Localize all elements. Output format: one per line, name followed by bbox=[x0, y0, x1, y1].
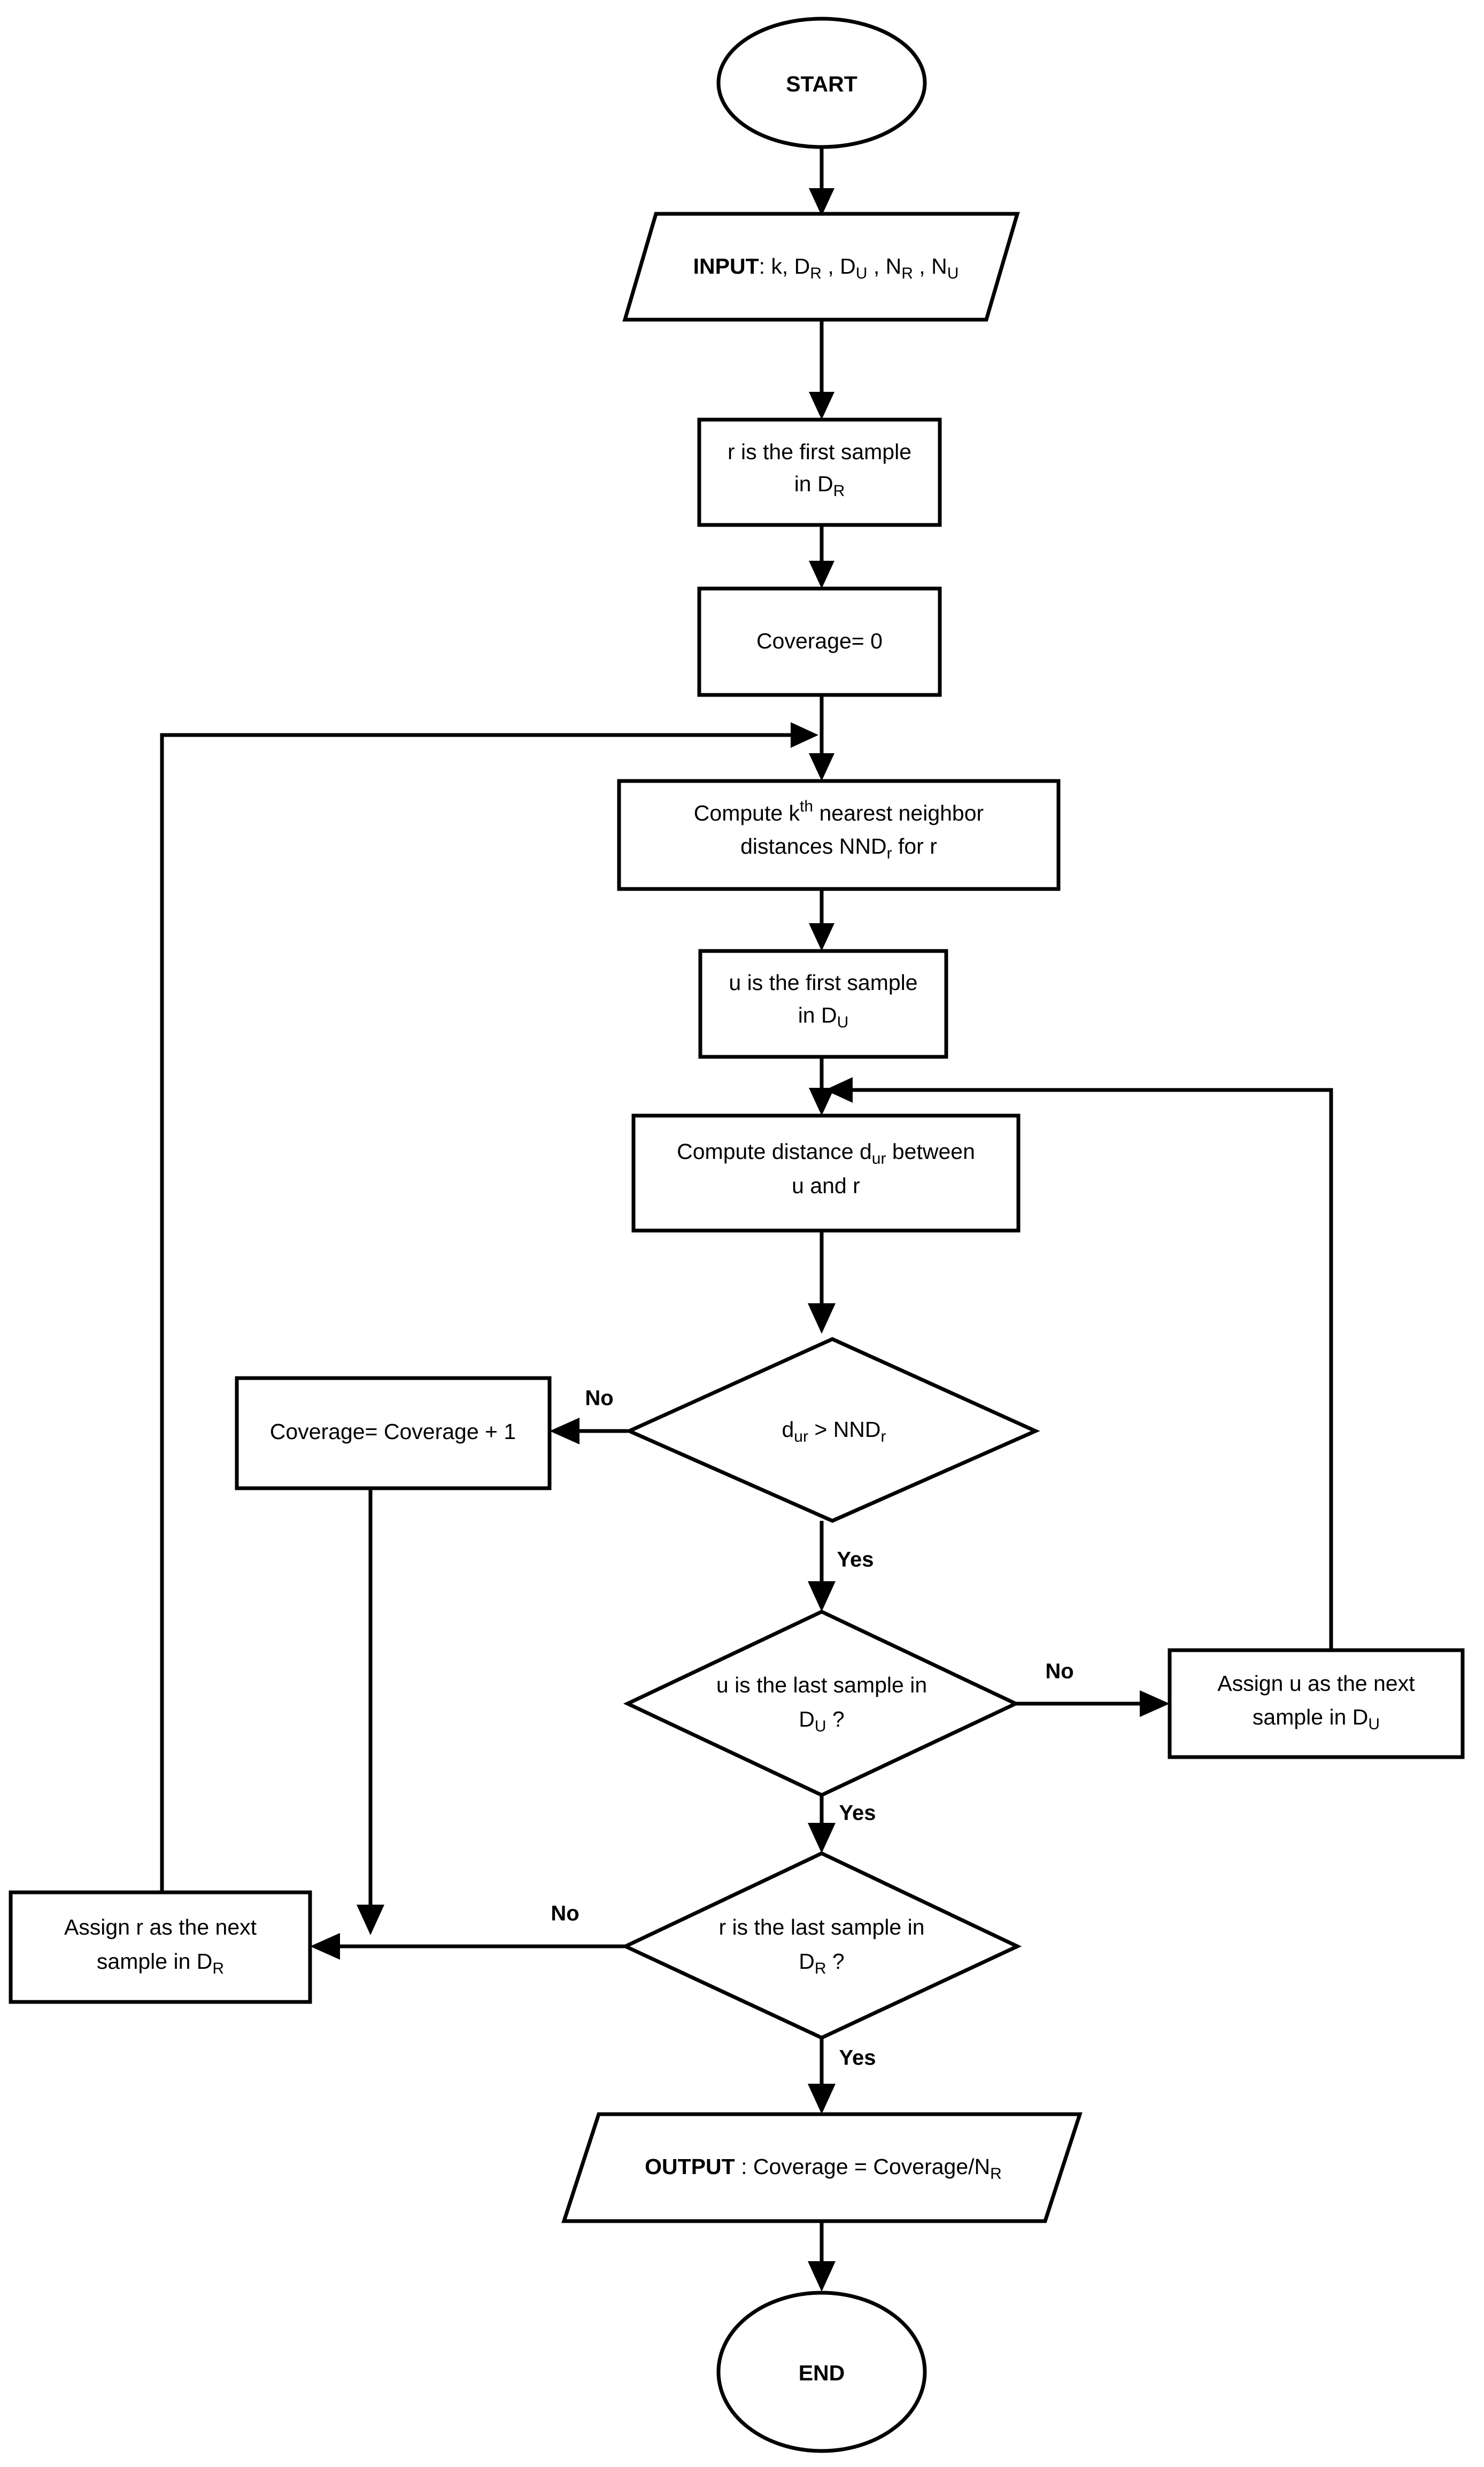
node-assign-u[interactable]: Assign u as the next sample in DU bbox=[1168, 1648, 1465, 1759]
node-input-label: INPUT: k, DR , DU , NR , NU bbox=[693, 254, 959, 282]
node-first-sample-r[interactable]: r is the first sample in DR bbox=[697, 417, 942, 527]
node-compute-knn-line1: Compute kth nearest neighbor bbox=[694, 798, 984, 825]
node-decision-last-r-line2: DR ? bbox=[799, 1949, 844, 1977]
edge-coverage-init-to-compute-knn bbox=[809, 695, 834, 781]
node-coverage-increment[interactable]: Coverage= Coverage + 1 bbox=[235, 1376, 552, 1490]
node-assign-r[interactable]: Assign r as the next sample in DR bbox=[9, 1890, 312, 2004]
node-decision-distance-label: dur > NNDr bbox=[782, 1417, 886, 1445]
node-compute-knn[interactable]: Compute kth nearest neighbor distances N… bbox=[617, 779, 1061, 891]
edge-label-dist-no: No bbox=[585, 1387, 613, 1410]
edge-compute-knn-to-first-u bbox=[809, 889, 834, 951]
edge-output-to-end bbox=[808, 2221, 836, 2292]
edge-label-last-u-yes: Yes bbox=[839, 1801, 876, 1825]
edge-start-to-input bbox=[809, 145, 834, 216]
node-start-label: START bbox=[786, 72, 857, 96]
edge-label-last-u-no: No bbox=[1045, 1660, 1073, 1683]
edge-first-r-to-coverage-init bbox=[809, 525, 834, 589]
node-first-sample-u[interactable]: u is the first sample in DU bbox=[698, 949, 948, 1059]
edge-label-dist-yes: Yes bbox=[837, 1548, 874, 1572]
node-compute-distance-line1: Compute distance dur between bbox=[677, 1139, 975, 1167]
edge-coverage-inc-down bbox=[357, 1488, 384, 1935]
edge-decision-last-u-no-to-assign-u bbox=[1016, 1690, 1170, 1717]
edge-first-u-to-compute-dist bbox=[809, 1057, 834, 1116]
node-decision-last-u-line2: DU ? bbox=[799, 1707, 844, 1735]
node-end[interactable]: END bbox=[716, 2291, 927, 2453]
node-input[interactable]: INPUT: k, DR , DU , NR , NU bbox=[622, 212, 1020, 322]
node-first-sample-r-line2: in DR bbox=[794, 471, 845, 500]
node-decision-distance[interactable]: dur > NNDr bbox=[624, 1337, 1040, 1523]
edge-decision-last-r-no-to-assign-r bbox=[310, 1933, 625, 1960]
edge-label-last-r-yes: Yes bbox=[839, 2046, 876, 2070]
node-first-sample-u-line1: u is the first sample bbox=[729, 970, 917, 995]
edge-decision-dist-no-to-coverage-inc bbox=[550, 1418, 628, 1444]
edge-decision-last-r-yes-to-output bbox=[808, 2038, 836, 2114]
node-assign-u-line2: sample in DU bbox=[1253, 1705, 1380, 1733]
edge-input-to-first-r bbox=[809, 320, 834, 420]
edge-label-last-r-no: No bbox=[551, 1902, 579, 1925]
node-compute-distance-line2: u and r bbox=[792, 1173, 860, 1198]
node-end-label: END bbox=[799, 2361, 845, 2385]
node-decision-last-u-line1: u is the last sample in bbox=[716, 1673, 927, 1697]
node-assign-u-line1: Assign u as the next bbox=[1217, 1671, 1415, 1696]
node-start[interactable]: START bbox=[716, 17, 927, 149]
edge-assign-r-feedback-loop bbox=[160, 722, 818, 1892]
node-compute-distance[interactable]: Compute distance dur between u and r bbox=[631, 1113, 1021, 1233]
node-coverage-init[interactable]: Coverage= 0 bbox=[697, 586, 942, 697]
node-decision-last-u[interactable]: u is the last sample in DU ? bbox=[623, 1610, 1021, 1797]
edge-assign-u-feedback-loop bbox=[825, 1077, 1333, 1650]
edge-decision-dist-yes-to-decision-last-u bbox=[808, 1521, 836, 1612]
edge-decision-last-u-yes-to-decision-last-r bbox=[808, 1795, 836, 1853]
node-first-sample-r-line1: r is the first sample bbox=[728, 439, 911, 464]
node-output-label: OUTPUT : Coverage = Coverage/NR bbox=[645, 2154, 1002, 2183]
node-compute-knn-line2: distances NNDr for r bbox=[740, 834, 937, 862]
node-decision-last-r[interactable]: r is the last sample in DR ? bbox=[621, 1851, 1022, 2040]
node-assign-r-line2: sample in DR bbox=[97, 1949, 224, 1977]
node-first-sample-u-line2: in DU bbox=[798, 1003, 849, 1031]
node-decision-last-r-line1: r is the last sample in bbox=[718, 1915, 924, 1939]
node-coverage-init-label: Coverage= 0 bbox=[756, 629, 883, 653]
node-coverage-increment-label: Coverage= Coverage + 1 bbox=[270, 1419, 516, 1444]
node-output[interactable]: OUTPUT : Coverage = Coverage/NR bbox=[561, 2112, 1083, 2223]
edge-compute-dist-to-decision-dist bbox=[808, 1231, 836, 1334]
node-assign-r-line1: Assign r as the next bbox=[64, 1915, 257, 1939]
